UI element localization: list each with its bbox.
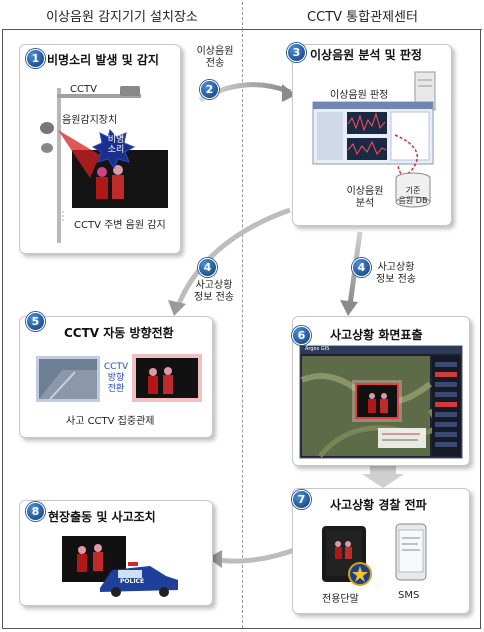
step3-analysis-l2: 분석 [355,198,375,209]
step2-label-l1: 이상음원 [196,46,234,57]
step7-sms-label: SMS [398,590,420,601]
step5-badge: 5 [26,312,45,331]
step3-badge: 3 [287,43,306,62]
step7-device-label: 전용단말 [322,594,359,605]
step3-judge-label: 이상음원 판정 [330,90,389,101]
step4-left-l2: 정보 전송 [194,292,234,303]
step1-scream-l2: 소리 [107,145,125,155]
header-left: 이상음원 감지기기 설치장소 [2,2,242,30]
step4-left-badge: 4 [198,258,217,277]
step8-title: 현장출동 및 사고조치 [48,510,156,524]
step3-analysis-l1: 이상음원 [346,186,384,197]
step1-cctv-label: CCTV [70,84,97,95]
step3-db-l2: 음원 DB [398,196,428,205]
header-right: CCTV 통합관제센터 [242,2,482,30]
center-divider [242,29,243,628]
step1-title: 비명소리 발생 및 감지 [47,53,159,67]
step3-title: 이상음원 분석 및 판정 [310,48,422,62]
step5-side-l3: 전환 [107,384,125,394]
step1-sensor-label: 음원감지장치 [62,115,118,126]
step2-badge: 2 [200,80,219,99]
step5-caption: 사고 CCTV 집중관제 [66,416,155,427]
step1-scream-label: 비명 소리 [101,135,131,155]
step5-side-label: CCTV 방향 전환 [101,362,131,395]
step4-left-label: 사고상황 정보 전송 [188,280,240,304]
step2-label-l2: 전송 [205,58,225,69]
arrow-step4-left [175,207,291,307]
step4-right-badge: 4 [352,258,371,277]
step8-badge: 8 [26,502,45,521]
step7-box [292,488,470,614]
step4-right-label: 사고상황 정보 전송 [370,262,422,286]
step5-side-l1: CCTV [103,362,129,372]
step4-left-l1: 사고상황 [195,280,233,291]
step7-badge: 7 [292,490,311,509]
step1-badge: 1 [26,49,45,68]
step3-db-label: 기준 음원 DB [396,186,430,206]
step6-badge: 6 [292,326,311,345]
step6-title: 사고상황 화면표출 [330,328,423,342]
arrow-step6-to-7 [362,466,404,488]
step5-side-l2: 방향 [107,373,125,383]
step6-gis-label: Argos GIS [305,346,330,352]
step1-scream-l1: 비명 [107,135,125,145]
step2-label: 이상음원 전송 [190,46,240,70]
step3-db-l1: 기준 [405,186,421,195]
step1-caption: CCTV 주변 음원 감지 [74,220,166,231]
step8-car-text: POLICE [120,578,145,585]
step4-right-l2: 정보 전송 [376,274,416,285]
step7-title: 사고상황 경찰 전파 [330,498,427,512]
arrow-step7-to-8 [217,545,301,564]
step4-right-l1: 사고상황 [377,262,415,273]
step3-analysis-label: 이상음원 분석 [340,186,390,210]
step5-title: CCTV 자동 방향전환 [64,326,174,340]
